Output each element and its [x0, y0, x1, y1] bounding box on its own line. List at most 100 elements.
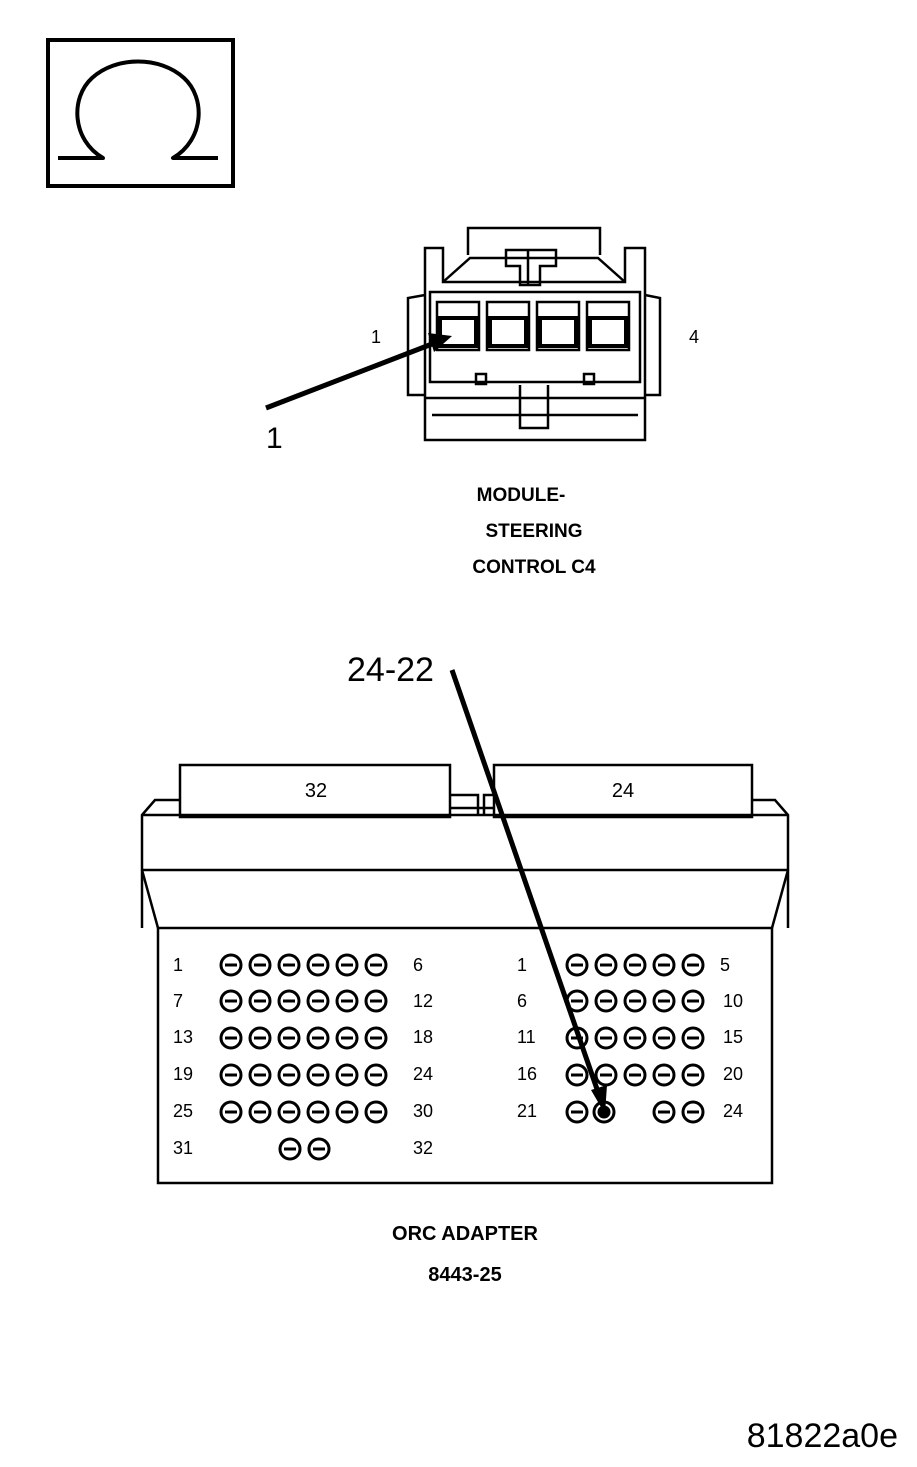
adapter-pin-23 — [652, 1100, 676, 1124]
right-row-5: 21 24 — [517, 1101, 743, 1121]
adapter-pin — [565, 953, 589, 977]
ohm-meter-icon — [46, 38, 235, 188]
callout-label-24-22: 24-22 — [347, 651, 434, 689]
adapter-pin — [565, 1063, 589, 1087]
module-caption-line-1: MODULE- — [477, 485, 566, 506]
adapter-pin — [623, 1063, 647, 1087]
adapter-pin — [277, 1063, 301, 1087]
adapter-pin — [594, 1026, 618, 1050]
module-caption-line-2: STEERING — [485, 521, 582, 542]
adapter-pin — [278, 1137, 302, 1161]
adapter-pin — [277, 989, 301, 1013]
pin-label-left: 1 — [371, 327, 381, 347]
adapter-pin — [652, 953, 676, 977]
adapter-pin — [681, 953, 705, 977]
module-caption-line-3: CONTROL C4 — [472, 557, 596, 578]
adapter-pin — [364, 953, 388, 977]
svg-text:25: 25 — [173, 1101, 193, 1121]
header-label-left: 32 — [305, 780, 327, 802]
adapter-pin — [335, 989, 359, 1013]
adapter-pin — [219, 1026, 243, 1050]
right-pin-block: 1 5 6 10 11 15 16 20 21 24 — [517, 953, 743, 1124]
adapter-pin — [219, 953, 243, 977]
adapter-pin — [652, 1063, 676, 1087]
left-pin-block: 1 6 7 12 13 18 19 24 25 30 31 32 — [173, 953, 433, 1161]
svg-text:24: 24 — [723, 1101, 743, 1121]
adapter-pin — [248, 953, 272, 977]
svg-text:13: 13 — [173, 1027, 193, 1047]
adapter-pin-21 — [565, 1100, 589, 1124]
left-row-1: 1 6 — [173, 955, 423, 975]
adapter-caption-line-1: ORC ADAPTER — [392, 1223, 538, 1245]
svg-text:6: 6 — [517, 991, 527, 1011]
adapter-pin — [652, 989, 676, 1013]
right-row-2: 6 10 — [517, 991, 743, 1011]
pin-label-right: 4 — [689, 327, 699, 347]
svg-text:19: 19 — [173, 1064, 193, 1084]
adapter-pin-24 — [681, 1100, 705, 1124]
adapter-pin — [248, 1026, 272, 1050]
adapter-pin — [306, 1063, 330, 1087]
callout-label-1: 1 — [266, 422, 283, 455]
adapter-pin — [219, 989, 243, 1013]
adapter-pin — [306, 989, 330, 1013]
right-row-1: 1 5 — [517, 955, 730, 975]
svg-text:30: 30 — [413, 1101, 433, 1121]
adapter-pin — [306, 1100, 330, 1124]
adapter-pin — [623, 953, 647, 977]
adapter-pin — [219, 1063, 243, 1087]
connector-cavities — [435, 300, 631, 352]
adapter-pin — [652, 1026, 676, 1050]
steering-module-connector — [406, 226, 662, 442]
callout-arrow-pin-1 — [265, 333, 452, 411]
adapter-pin — [594, 953, 618, 977]
adapter-pin — [623, 1026, 647, 1050]
svg-text:10: 10 — [723, 991, 743, 1011]
right-row-4: 16 20 — [517, 1064, 743, 1084]
adapter-pin — [248, 1063, 272, 1087]
adapter-pin — [364, 1063, 388, 1087]
adapter-pin — [364, 989, 388, 1013]
svg-text:12: 12 — [413, 991, 433, 1011]
orc-adapter-body — [140, 763, 790, 1185]
svg-text:32: 32 — [413, 1138, 433, 1158]
adapter-pin — [248, 1100, 272, 1124]
left-row-4: 19 24 — [173, 1064, 433, 1084]
svg-text:31: 31 — [173, 1138, 193, 1158]
adapter-pin — [248, 989, 272, 1013]
adapter-pin — [681, 1026, 705, 1050]
adapter-pin — [335, 953, 359, 977]
adapter-pin — [681, 989, 705, 1013]
adapter-pin — [335, 1063, 359, 1087]
left-row-6: 31 32 — [173, 1138, 433, 1158]
adapter-pin — [335, 1026, 359, 1050]
adapter-pin — [219, 1100, 243, 1124]
right-row-3: 11 15 — [517, 1027, 743, 1047]
adapter-pin — [335, 1100, 359, 1124]
svg-text:21: 21 — [517, 1101, 537, 1121]
svg-text:24: 24 — [413, 1064, 433, 1084]
left-row-3: 13 18 — [173, 1027, 433, 1047]
adapter-pin — [306, 1026, 330, 1050]
adapter-caption-line-2: 8443-25 — [428, 1264, 501, 1286]
adapter-pin — [364, 1026, 388, 1050]
adapter-pin — [681, 1063, 705, 1087]
svg-text:5: 5 — [720, 955, 730, 975]
adapter-pin — [307, 1137, 331, 1161]
header-label-right: 24 — [612, 780, 634, 802]
adapter-pin — [594, 1063, 618, 1087]
adapter-pin — [277, 1100, 301, 1124]
callout-arrow-24-22 — [449, 669, 607, 1114]
adapter-pin — [364, 1100, 388, 1124]
svg-text:6: 6 — [413, 955, 423, 975]
svg-text:16: 16 — [517, 1064, 537, 1084]
svg-text:7: 7 — [173, 991, 183, 1011]
figure-id: 81822a0e — [747, 1417, 898, 1455]
adapter-pin — [623, 989, 647, 1013]
svg-text:1: 1 — [173, 955, 183, 975]
svg-text:11: 11 — [517, 1027, 536, 1047]
svg-text:18: 18 — [413, 1027, 433, 1047]
left-row-5: 25 30 — [173, 1101, 433, 1121]
left-row-2: 7 12 — [173, 991, 433, 1011]
